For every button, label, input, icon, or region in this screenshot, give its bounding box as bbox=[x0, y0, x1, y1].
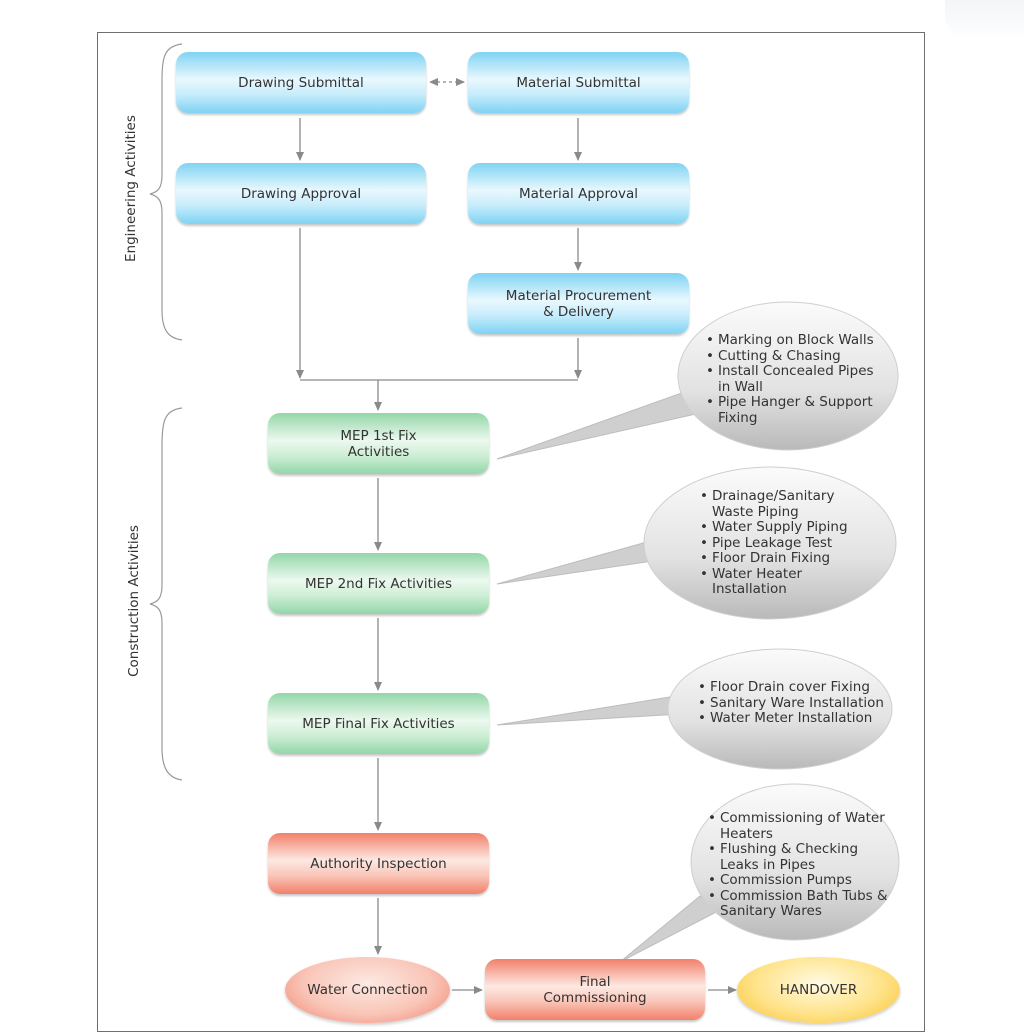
drawing-submittal-node[interactable]: Drawing Submittal bbox=[176, 52, 426, 113]
material-procurement-node[interactable]: Material Procurement & Delivery bbox=[468, 273, 689, 334]
engineering-brace bbox=[149, 43, 183, 341]
final-fix-callout-list: Floor Drain cover Fixing Sanitary Ware I… bbox=[686, 679, 898, 727]
callout-item: Drainage/Sanitary Waste Piping bbox=[700, 488, 870, 520]
authority-inspection-node[interactable]: Authority Inspection bbox=[268, 833, 489, 894]
callout-item: Sanitary Ware Installation bbox=[698, 695, 898, 712]
callout-item: Install Concealed Pipes in Wall bbox=[706, 363, 886, 395]
callout-item: Pipe Leakage Test bbox=[700, 535, 870, 552]
callout-item: Commission Bath Tubs & Sanitary Wares bbox=[708, 888, 888, 920]
mep-final-fix-node[interactable]: MEP Final Fix Activities bbox=[268, 693, 489, 754]
mep-1st-fix-node[interactable]: MEP 1st Fix Activities bbox=[268, 413, 489, 474]
first-fix-callout-list: Marking on Block Walls Cutting & Chasing… bbox=[694, 332, 886, 426]
drawing-approval-node[interactable]: Drawing Approval bbox=[176, 163, 426, 224]
material-submittal-node[interactable]: Material Submittal bbox=[468, 52, 689, 113]
callout-item: Commissioning of Water Heaters bbox=[708, 810, 888, 842]
construction-brace bbox=[149, 407, 183, 781]
second-fix-callout-list: Drainage/Sanitary Waste Piping Water Sup… bbox=[688, 488, 870, 598]
commissioning-callout-list: Commissioning of Water Heaters Flushing … bbox=[696, 810, 888, 920]
engineering-activities-label: Engineering Activities bbox=[123, 115, 139, 262]
handover-node[interactable]: HANDOVER bbox=[737, 957, 900, 1023]
callout-item: Marking on Block Walls bbox=[706, 332, 886, 349]
callout-item: Water Supply Piping bbox=[700, 519, 870, 536]
callout-item: Pipe Hanger & Support Fixing bbox=[706, 394, 886, 426]
callout-item: Water Heater Installation bbox=[700, 566, 870, 598]
callout-item: Floor Drain Fixing bbox=[700, 550, 870, 567]
callout-item: Commission Pumps bbox=[708, 872, 888, 889]
callout-item: Cutting & Chasing bbox=[706, 348, 886, 365]
final-commissioning-node[interactable]: Final Commissioning bbox=[485, 959, 705, 1020]
callout-item: Flushing & Checking Leaks in Pipes bbox=[708, 841, 888, 873]
water-connection-node[interactable]: Water Connection bbox=[285, 957, 450, 1023]
construction-activities-label: Construction Activities bbox=[126, 525, 142, 677]
corner-shadow bbox=[945, 0, 1024, 42]
callout-item: Floor Drain cover Fixing bbox=[698, 679, 898, 696]
material-approval-node[interactable]: Material Approval bbox=[468, 163, 689, 224]
callout-item: Water Meter Installation bbox=[698, 710, 898, 727]
mep-2nd-fix-node[interactable]: MEP 2nd Fix Activities bbox=[268, 553, 489, 614]
